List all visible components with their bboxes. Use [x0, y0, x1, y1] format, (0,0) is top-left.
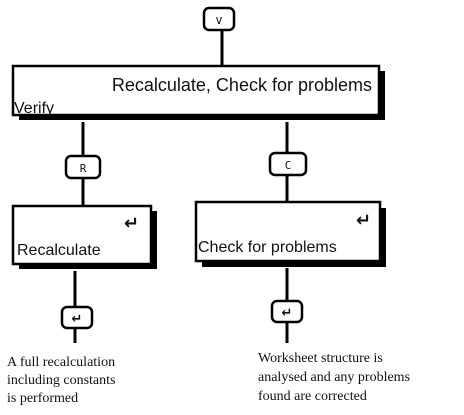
recalculate-description: A full recalculation including constants…: [7, 355, 116, 406]
key-check-problems[interactable]: C: [268, 151, 308, 177]
check-problems-description-line: analysed and any problems: [258, 370, 410, 385]
main-box-title: Recalculate, Check for problems: [112, 75, 372, 95]
check-problems-box[interactable]: Check for problems ↵: [194, 200, 386, 267]
check-problems-description: Worksheet structure is analysed and any …: [258, 351, 410, 404]
top-key-label: v: [215, 13, 222, 27]
recalculate-description-line: including constants: [7, 373, 116, 388]
enter-icon: ↵: [356, 210, 371, 230]
key-recalculate-label: R: [80, 162, 87, 175]
enter-key-right[interactable]: ↵: [270, 299, 304, 324]
key-check-problems-label: C: [285, 159, 292, 172]
main-menu-box[interactable]: Recalculate, Check for problems Verify: [11, 64, 385, 120]
enter-icon: ↵: [282, 305, 293, 320]
check-problems-description-line: Worksheet structure is: [258, 351, 383, 366]
recalculate-description-line: A full recalculation: [7, 355, 115, 370]
recalculate-box[interactable]: Recalculate ↵: [11, 204, 157, 269]
check-problems-box-label: Check for problems: [198, 239, 337, 256]
top-key[interactable]: v: [202, 6, 236, 32]
enter-icon: ↵: [72, 311, 83, 326]
recalculate-description-line: is performed: [7, 391, 78, 406]
key-recalculate[interactable]: R: [64, 154, 102, 180]
enter-icon: ↵: [124, 213, 139, 233]
recalculate-box-label: Recalculate: [17, 242, 101, 259]
check-problems-description-line: found are corrected: [258, 389, 367, 404]
main-box-label: Verify: [14, 100, 54, 117]
enter-key-left[interactable]: ↵: [60, 305, 94, 330]
